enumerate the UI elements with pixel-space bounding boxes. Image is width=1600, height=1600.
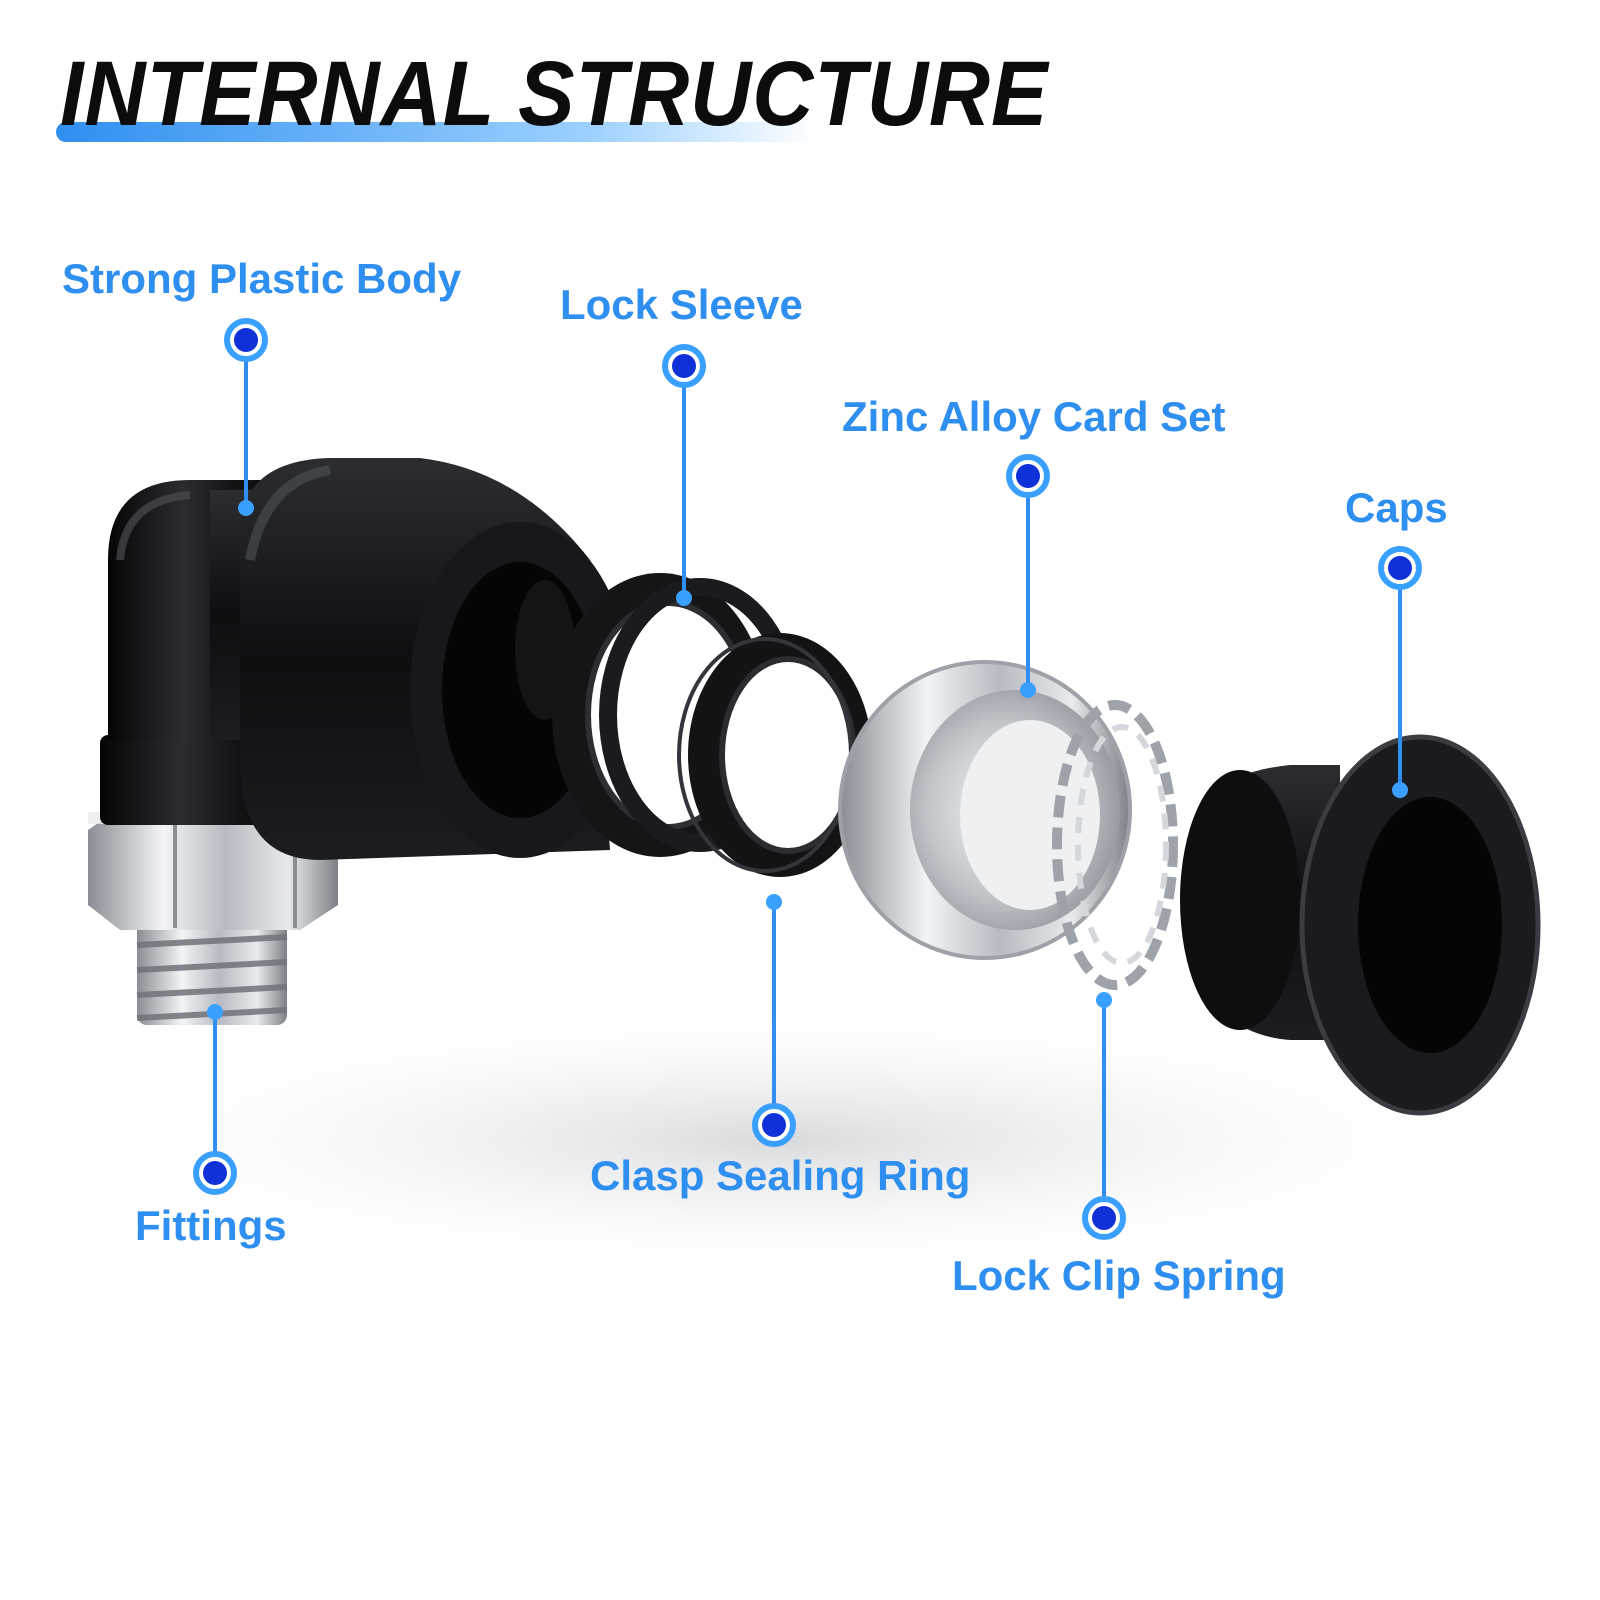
zinc-alloy-card-set-label: Zinc Alloy Card Set bbox=[842, 393, 1226, 440]
clasp-sealing-ring-label: Clasp Sealing Ring bbox=[590, 1152, 971, 1199]
fittings-marker-dot bbox=[203, 1161, 227, 1185]
lock-sleeve-anchor-dot bbox=[676, 590, 692, 606]
fittings-label: Fittings bbox=[135, 1202, 287, 1249]
strong-plastic-body-anchor-dot bbox=[238, 500, 254, 516]
toothed-washer-shape bbox=[1052, 700, 1178, 990]
lock-sleeve-marker-dot bbox=[672, 354, 696, 378]
clasp-sealing-ring-shape bbox=[677, 633, 872, 877]
title-underline bbox=[56, 122, 816, 142]
strong-plastic-body-marker-dot bbox=[234, 328, 258, 352]
lock-clip-spring-marker-dot bbox=[1092, 1206, 1116, 1230]
elbow-body-shape bbox=[100, 458, 630, 860]
caps-label: Caps bbox=[1345, 484, 1448, 531]
caps-anchor-dot bbox=[1392, 782, 1408, 798]
lock-clip-spring-anchor-dot bbox=[1096, 992, 1112, 1008]
lock-clip-spring-label: Lock Clip Spring bbox=[952, 1252, 1286, 1299]
zinc-alloy-card-set-marker-dot bbox=[1016, 464, 1040, 488]
page-title: INTERNAL STRUCTURE bbox=[60, 43, 1049, 145]
clasp-sealing-ring-anchor-dot bbox=[766, 894, 782, 910]
fittings-anchor-dot bbox=[207, 1004, 223, 1020]
clasp-sealing-ring-marker-dot bbox=[762, 1113, 786, 1137]
strong-plastic-body-label: Strong Plastic Body bbox=[62, 255, 462, 302]
caps-marker-dot bbox=[1388, 556, 1412, 580]
flanged-cap-shape bbox=[1180, 734, 1541, 1116]
zinc-alloy-card-set-anchor-dot bbox=[1020, 682, 1036, 698]
lock-sleeve-label: Lock Sleeve bbox=[560, 281, 803, 328]
